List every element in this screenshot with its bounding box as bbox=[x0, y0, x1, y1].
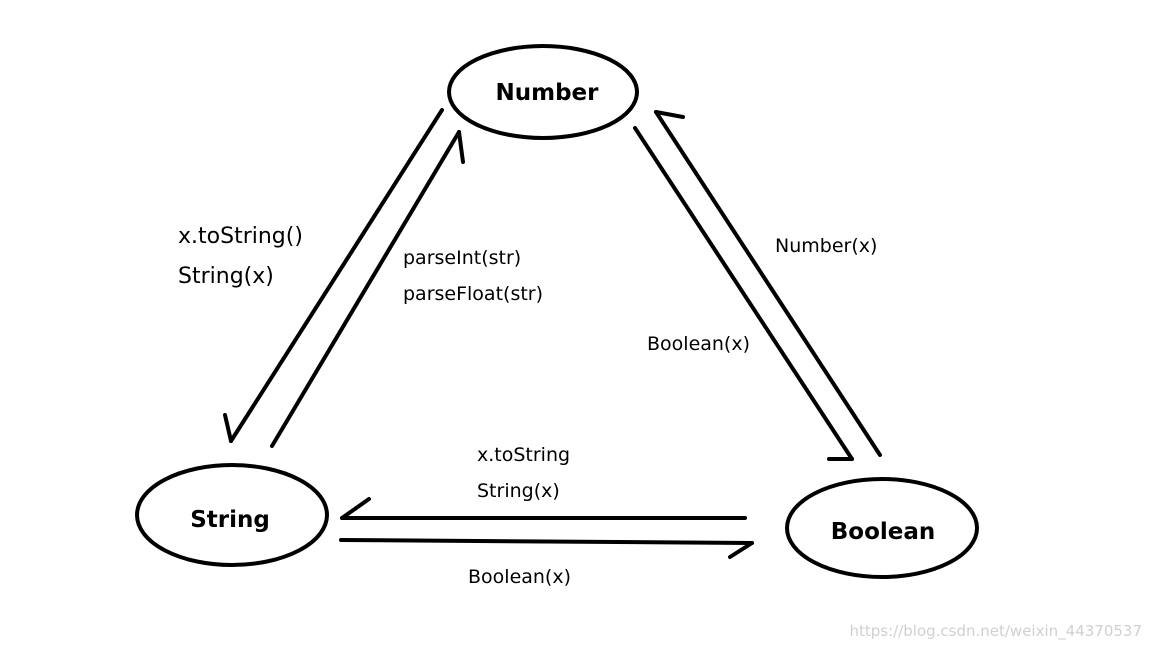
arrow-string-to-number bbox=[270, 130, 465, 448]
node-boolean: Boolean bbox=[785, 477, 979, 579]
arrow-string-to-boolean bbox=[339, 538, 754, 559]
node-number-label: Number bbox=[496, 80, 600, 106]
label-boolean-to-string-2: String(x) bbox=[477, 480, 560, 502]
label-number-to-string-2: String(x) bbox=[178, 264, 274, 289]
label-string-to-boolean: Boolean(x) bbox=[468, 566, 571, 588]
watermark: https://blog.csdn.net/weixin_44370537 bbox=[849, 622, 1142, 641]
node-string-label: String bbox=[190, 507, 270, 533]
node-number: Number bbox=[447, 44, 639, 140]
arrow-boolean-to-number bbox=[654, 110, 882, 457]
label-number-to-boolean: Boolean(x) bbox=[647, 333, 750, 355]
label-boolean-to-string-1: x.toString bbox=[477, 444, 570, 466]
label-number-to-string-1: x.toString() bbox=[178, 224, 303, 249]
arrow-boolean-to-string bbox=[340, 497, 747, 520]
label-string-to-number-1: parseInt(str) bbox=[403, 247, 521, 269]
arrow-number-to-boolean bbox=[633, 126, 854, 461]
label-boolean-to-number: Number(x) bbox=[775, 235, 877, 257]
arrow-number-to-string bbox=[223, 108, 444, 443]
node-boolean-label: Boolean bbox=[831, 519, 936, 545]
label-string-to-number-2: parseFloat(str) bbox=[403, 283, 543, 305]
node-string: String bbox=[135, 463, 329, 567]
